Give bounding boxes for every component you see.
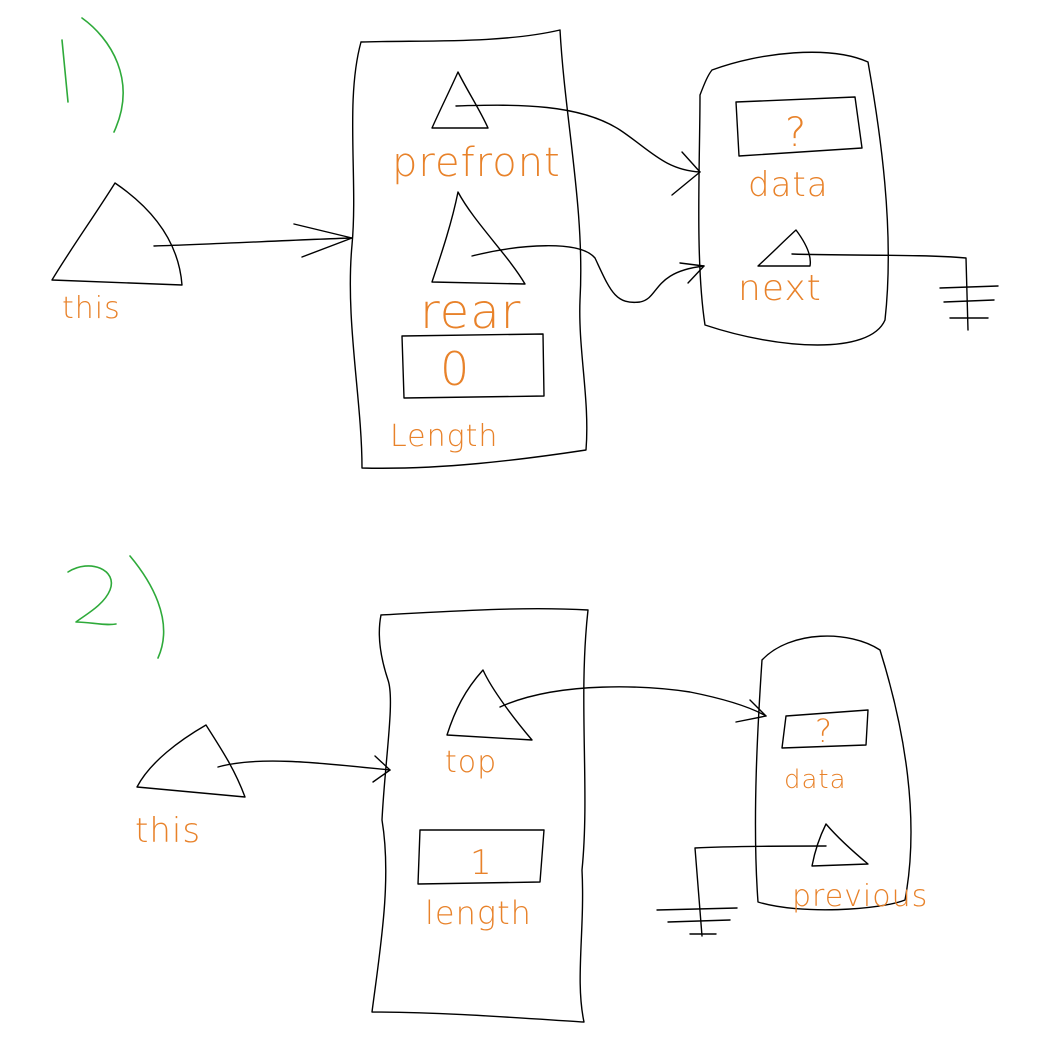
- null-ground-2: [656, 845, 827, 937]
- arrow-rear-to-node: [471, 245, 705, 304]
- length-field-2: 1 length: [417, 829, 545, 932]
- dummy-node-box: [698, 51, 889, 346]
- stack-object-box: [371, 607, 589, 1023]
- node-next-field-1: next: [738, 229, 822, 309]
- node-box-2: [754, 635, 912, 911]
- node-data-field-2: ? data: [781, 709, 869, 795]
- length-value-2: 1: [470, 843, 492, 883]
- step-number-2: 2): [67, 555, 165, 659]
- step-number-1: 1): [61, 17, 124, 133]
- length-field-1: 0 Length: [390, 333, 545, 454]
- this-label-2: this: [135, 811, 201, 851]
- node-data-label-2: data: [784, 765, 847, 795]
- node-previous-label-2: previous: [792, 879, 928, 914]
- length-label-1: Length: [390, 419, 498, 454]
- node-data-field-1: ? data: [735, 96, 863, 205]
- prefront-field: prefront: [392, 71, 561, 186]
- arrow-this-to-queue: [153, 223, 353, 258]
- null-ground-1: [791, 253, 999, 331]
- diagram-1: 1) this prefront rear: [51, 17, 999, 469]
- queue-object-box: [349, 29, 588, 469]
- diagram-2: 2) this top 1 length: [67, 555, 928, 1023]
- top-label: top: [445, 745, 497, 780]
- this-pointer-2: this: [135, 724, 246, 851]
- this-pointer-1: this: [51, 182, 183, 326]
- this-label-1: this: [62, 291, 121, 326]
- rear-field: rear: [420, 191, 526, 340]
- arrow-prefront-to-node: [455, 104, 701, 196]
- node-data-value-2: ?: [815, 712, 832, 750]
- length-label-2: length: [425, 894, 532, 932]
- length-value-1: 0: [440, 342, 469, 396]
- rear-label-text: rear: [420, 284, 521, 340]
- node-previous-field-2: previous: [792, 823, 928, 914]
- top-field: top: [445, 669, 533, 780]
- node-data-label-1: data: [748, 165, 829, 205]
- arrow-top-to-node: [499, 686, 767, 723]
- prefront-label: prefront: [392, 140, 561, 186]
- node-next-label-1: next: [738, 268, 822, 309]
- node-data-value-1: ?: [785, 110, 806, 156]
- arrow-this-to-stack: [217, 755, 391, 783]
